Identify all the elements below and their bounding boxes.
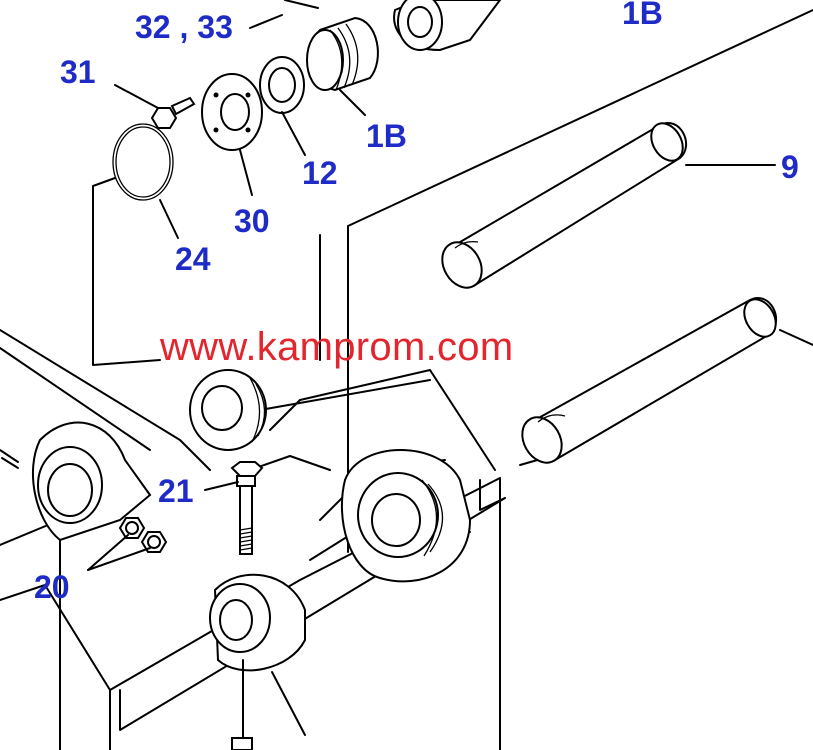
callout-20: 20 xyxy=(34,569,70,605)
callout-30: 30 xyxy=(234,203,270,239)
o-ring-24 xyxy=(112,123,174,201)
callout-9: 9 xyxy=(781,149,799,185)
callout-32-33: 32 , 33 xyxy=(135,9,233,45)
right-bracket-boss xyxy=(341,449,472,583)
callouts: 32 , 33 1B 31 1B 9 12 30 24 21 20 xyxy=(34,0,799,605)
callout-21: 21 xyxy=(158,473,194,509)
left-lug xyxy=(0,421,152,542)
lower-link-boss xyxy=(209,573,306,750)
center-upper-boss xyxy=(189,369,267,451)
pin-9 xyxy=(441,122,687,289)
pin-lower xyxy=(521,297,777,464)
plate-30 xyxy=(201,73,263,151)
callout-1b-top: 1B xyxy=(622,0,663,31)
bushing-1b xyxy=(306,16,379,92)
callout-24: 24 xyxy=(175,241,211,277)
nuts-20 xyxy=(118,517,168,553)
watermark-text: www.kamprom.com xyxy=(159,325,513,369)
leader-lines xyxy=(87,14,776,571)
top-hub xyxy=(284,0,502,52)
bolt-31 xyxy=(150,96,196,129)
callout-31: 31 xyxy=(60,54,96,90)
callout-12: 12 xyxy=(302,155,338,191)
bolt-21 xyxy=(230,461,264,555)
callout-1b: 1B xyxy=(366,118,407,154)
ring-12 xyxy=(259,56,305,114)
